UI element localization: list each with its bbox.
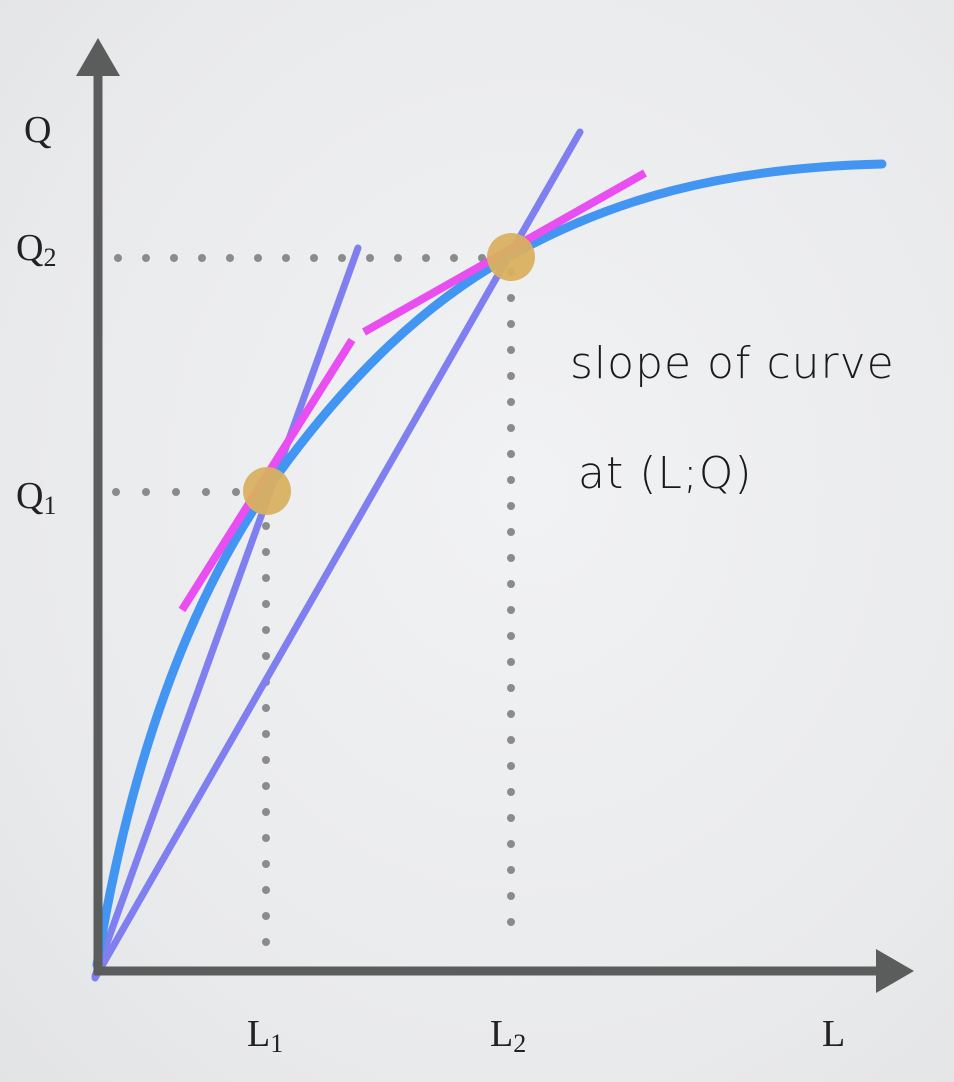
q1-tick-label: Q1 [16,475,56,520]
y-axis-arrow-icon [76,38,120,76]
y-axis-label: Q [24,109,51,151]
x-axis-label: L [822,1013,845,1055]
q1-tick-base: Q [16,475,43,517]
l2-tick-base: L [490,1013,513,1055]
point-2-marker [487,233,535,281]
chord-line-to-point-1 [91,244,362,980]
annotation-line-1: slope of curve [570,338,895,389]
l1-tick-label: L1 [247,1013,283,1058]
l1-tick-base: L [247,1013,270,1055]
point-1-marker [243,467,291,515]
q2-tick-base: Q [16,227,43,269]
x-axis-arrow-icon [876,949,914,993]
l2-tick-label: L2 [490,1013,526,1058]
l1-tick-sub: 1 [270,1029,283,1058]
production-curve [92,159,887,970]
l2-tick-sub: 2 [513,1029,526,1058]
q2-tick-label: Q2 [16,227,56,272]
annotation-line-2: at (L;Q) [578,448,753,499]
q1-tick-sub: 1 [43,491,56,520]
q2-tick-sub: 2 [43,243,56,272]
